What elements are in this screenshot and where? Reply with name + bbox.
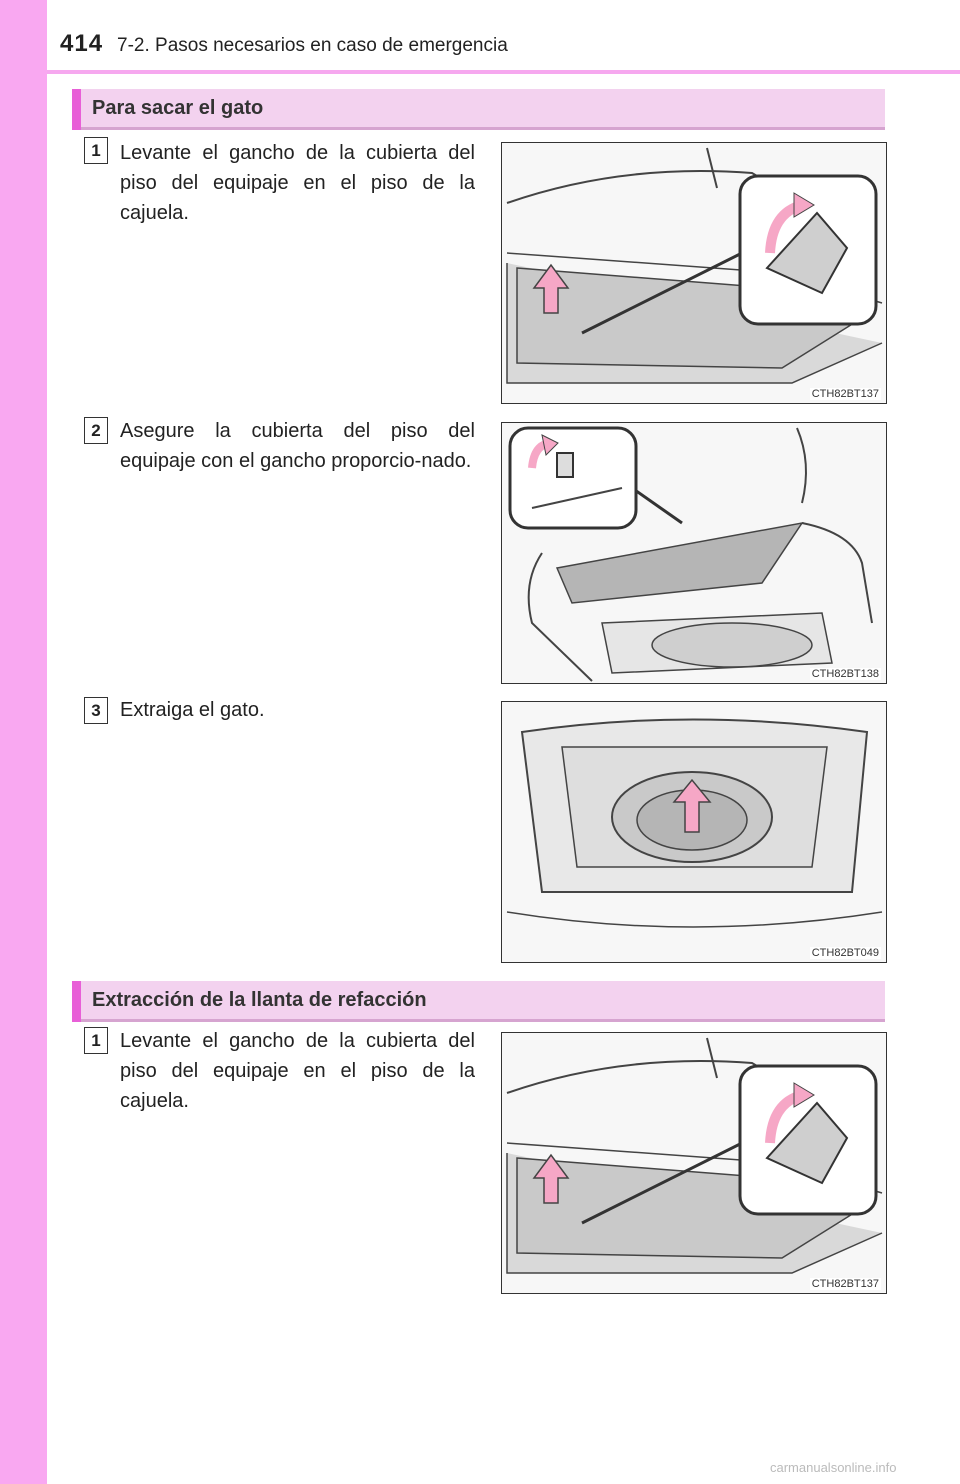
- figure-code: CTH82BT137: [809, 1278, 881, 1290]
- section-header: Para sacar el gato: [72, 89, 885, 130]
- section-accent-bar: [72, 89, 81, 130]
- jack-removal-illustration: CTH82BT049: [501, 701, 887, 963]
- figure-code: CTH82BT049: [809, 947, 881, 959]
- step-number-badge: 1: [84, 1027, 108, 1054]
- step-text: Levante el gancho de la cubierta del pis…: [120, 1030, 475, 1112]
- side-color-band: [0, 0, 47, 1484]
- page-number: 414: [60, 30, 104, 57]
- section-title: Extracción de la llanta de refacción: [92, 989, 427, 1011]
- step-number-badge: 1: [84, 137, 108, 164]
- step-text: Asegure la cubierta del piso del equipaj…: [120, 420, 475, 472]
- chapter-title: 7-2. Pasos necesarios en caso de emergen…: [117, 35, 508, 56]
- trunk-floor-hook-illustration: CTH82BT137: [501, 1032, 887, 1294]
- header-divider: [47, 70, 960, 74]
- step-text: Extraiga el gato.: [120, 699, 265, 721]
- step-number-badge: 3: [84, 697, 108, 724]
- section-header: Extracción de la llanta de refacción: [72, 981, 885, 1022]
- figure-code: CTH82BT137: [809, 388, 881, 400]
- step-text: Levante el gancho de la cubierta del pis…: [120, 142, 475, 224]
- floor-cover-secured-illustration: CTH82BT138: [501, 422, 887, 684]
- section-title: Para sacar el gato: [92, 97, 264, 119]
- step-number-badge: 2: [84, 417, 108, 444]
- watermark: carmanualsonline.info: [770, 1460, 897, 1475]
- figure-code: CTH82BT138: [809, 668, 881, 680]
- section-accent-bar: [72, 981, 81, 1022]
- trunk-floor-hook-illustration: CTH82BT137: [501, 142, 887, 404]
